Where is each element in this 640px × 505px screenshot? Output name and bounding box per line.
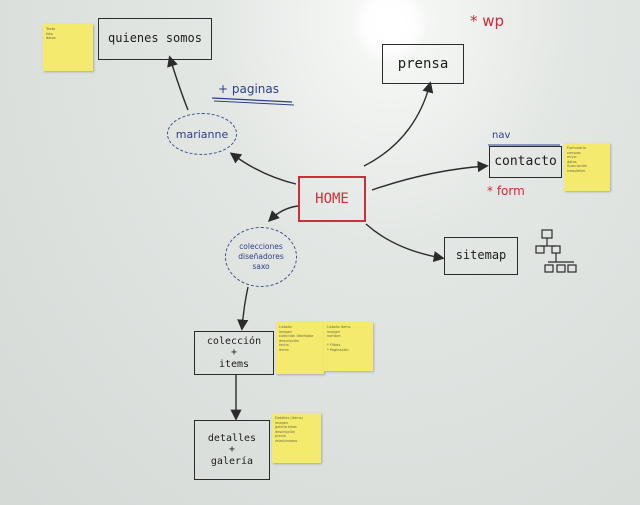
bubble-marianne: marianne: [167, 113, 237, 155]
annotation-wp: * wp: [470, 12, 505, 30]
sitemap-tree-icon: [535, 229, 577, 273]
node-quienes-somos: quienes somos: [98, 18, 212, 60]
sticky-note-coleccion-listado: Listado imagen colección diseñador descr…: [276, 322, 324, 374]
arrow-to-coleccion: [237, 286, 249, 331]
light-glare: [355, 0, 425, 60]
sticky-note-quienes: Texto foto datos: [43, 24, 93, 71]
sticky-note-coleccion-items: Listado items imagen nombre * Filtros * …: [324, 322, 373, 371]
arrow-to-sitemap: [365, 223, 445, 263]
sticky-note-detalles: Detalles (items) imagen galería fotos de…: [272, 413, 321, 463]
node-sitemap: sitemap: [444, 237, 518, 275]
node-coleccion-items: colección + items: [194, 331, 274, 375]
arrow-to-quienes: [167, 55, 189, 111]
paginas-underline: [211, 97, 293, 103]
arrow-to-marianne: [229, 152, 297, 185]
annotation-nav: nav: [492, 130, 511, 141]
paginas-underline-2: [213, 100, 295, 106]
node-home: HOME: [298, 176, 366, 222]
node-prensa: prensa: [382, 44, 464, 84]
bubble-colecciones: colecciones diseñadores saxo: [225, 227, 297, 287]
node-contacto: contacto: [489, 146, 562, 178]
arrow-to-contacto: [371, 161, 489, 191]
arrow-to-colecciones: [268, 205, 299, 222]
annotation-paginas: + paginas: [218, 82, 280, 96]
sticky-note-contacto: Formulario campos envio datos Suscripció…: [564, 143, 610, 191]
node-detalles-galeria: detalles + galería: [194, 420, 270, 480]
annotation-form: * form: [487, 184, 525, 198]
arrow-to-prensa: [363, 81, 434, 167]
